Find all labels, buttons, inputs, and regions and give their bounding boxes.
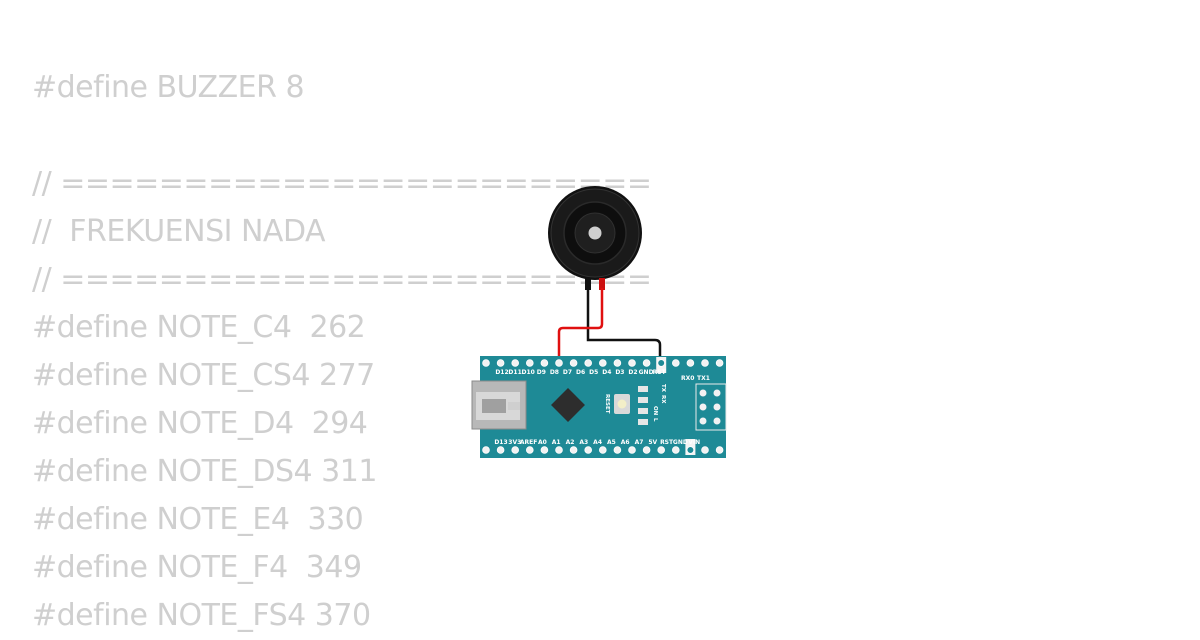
led-label: RX — [660, 395, 666, 404]
top-pin-label: D10 — [522, 369, 535, 376]
code-line[interactable]: #define NOTE_E4 330 — [32, 502, 364, 537]
header-pin[interactable] — [540, 446, 549, 454]
header-pin[interactable] — [598, 446, 607, 454]
header-pin[interactable] — [715, 359, 724, 367]
bottom-pin-label: RST — [660, 439, 674, 446]
tx1-label: TX1 — [697, 375, 710, 382]
header-pin[interactable] — [525, 359, 534, 367]
bottom-pin-label: AREF — [520, 439, 537, 446]
microcontroller-chip — [551, 388, 585, 422]
bottom-pin-label: VIN — [688, 439, 700, 446]
header-pin[interactable] — [511, 359, 520, 367]
code-line[interactable]: // ======================== — [32, 166, 652, 201]
top-pin-label: D6 — [576, 369, 585, 376]
code-line[interactable]: #define NOTE_FS4 370 — [32, 598, 371, 633]
header-pin[interactable] — [525, 446, 534, 454]
bottom-pin-label: A6 — [621, 439, 630, 446]
header-pin[interactable] — [569, 359, 578, 367]
bottom-pin-label: 3V3 — [508, 439, 521, 446]
code-line[interactable]: #define NOTE_CS4 277 — [32, 358, 375, 393]
bottom-pin-label: A2 — [566, 439, 575, 446]
header-pin[interactable] — [496, 446, 505, 454]
top-pin-label: D12 — [495, 369, 508, 376]
rx0-label: RX0 — [681, 375, 694, 382]
top-pin-label: D9 — [537, 369, 546, 376]
header-pin[interactable] — [613, 359, 622, 367]
code-line[interactable]: #define NOTE_F4 349 — [32, 550, 362, 585]
top-pin-label: D5 — [589, 369, 598, 376]
bottom-pin-label: A3 — [579, 439, 588, 446]
bottom-pin-label: 5V — [648, 439, 657, 446]
code-line[interactable]: // FREKUENSI NADA — [32, 214, 326, 249]
header-pin[interactable] — [657, 359, 665, 367]
header-pin[interactable] — [686, 359, 695, 367]
header-pin[interactable] — [555, 446, 563, 454]
icsp-header — [695, 383, 727, 431]
header-pin[interactable] — [496, 359, 505, 367]
header-pin[interactable] — [584, 359, 592, 367]
top-pin-label: GND — [639, 369, 654, 376]
header-pin[interactable] — [642, 446, 651, 454]
header-pin[interactable] — [613, 446, 622, 454]
header-pin[interactable] — [511, 446, 520, 454]
header-pin[interactable] — [584, 446, 592, 454]
top-pin-label: D11 — [508, 369, 521, 376]
header-pin[interactable] — [671, 359, 680, 367]
wire-black[interactable] — [586, 288, 662, 366]
top-pin-label: RST — [653, 369, 667, 376]
top-pin-label: D7 — [563, 369, 572, 376]
code-line[interactable]: #define NOTE_C4 262 — [32, 310, 366, 345]
bottom-pin-label: A4 — [593, 439, 602, 446]
header-pin[interactable] — [642, 359, 651, 367]
usb-port — [471, 380, 527, 430]
header-pin[interactable] — [569, 446, 578, 454]
code-line[interactable]: #define NOTE_DS4 311 — [32, 454, 377, 489]
header-pin[interactable] — [686, 446, 695, 454]
led-label: L — [652, 418, 658, 422]
bottom-pin-label: A5 — [607, 439, 616, 446]
header-pin[interactable] — [598, 359, 607, 367]
led-label: ON — [652, 406, 658, 416]
code-editor-text: #define BUZZER 8 // =====================… — [32, 64, 652, 640]
header-pin[interactable] — [482, 359, 490, 367]
header-pin[interactable] — [482, 446, 490, 454]
bottom-pin-label: A7 — [635, 439, 644, 446]
status-leds — [638, 386, 648, 425]
top-pin-label: D4 — [602, 369, 611, 376]
code-line[interactable]: // ======================== — [32, 262, 652, 297]
code-line[interactable]: #define BUZZER 8 — [32, 70, 305, 105]
header-pin[interactable] — [555, 359, 563, 367]
top-pin-label: D8 — [550, 369, 559, 376]
led-label: TX — [660, 384, 666, 393]
bottom-pin-label: D13 — [494, 439, 507, 446]
bottom-pin-label: A1 — [552, 439, 561, 446]
header-pin[interactable] — [540, 359, 549, 367]
header-pin[interactable] — [715, 446, 724, 454]
reset-button[interactable] — [614, 394, 630, 414]
header-pin[interactable] — [701, 446, 709, 454]
header-pin[interactable] — [701, 359, 709, 367]
bottom-pin-label: GND — [673, 439, 688, 446]
code-line[interactable]: #define NOTE_D4 294 — [32, 406, 368, 441]
bottom-pin-label: A0 — [538, 439, 547, 446]
wire-red[interactable] — [557, 288, 604, 366]
header-pin[interactable] — [628, 446, 636, 454]
header-pin[interactable] — [657, 446, 665, 454]
reset-label: RESET — [604, 394, 610, 414]
top-pin-label: D2 — [628, 369, 637, 376]
header-pin[interactable] — [628, 359, 636, 367]
header-pin[interactable] — [671, 446, 680, 454]
buzzer[interactable] — [548, 186, 642, 290]
top-pin-label: D3 — [615, 369, 624, 376]
